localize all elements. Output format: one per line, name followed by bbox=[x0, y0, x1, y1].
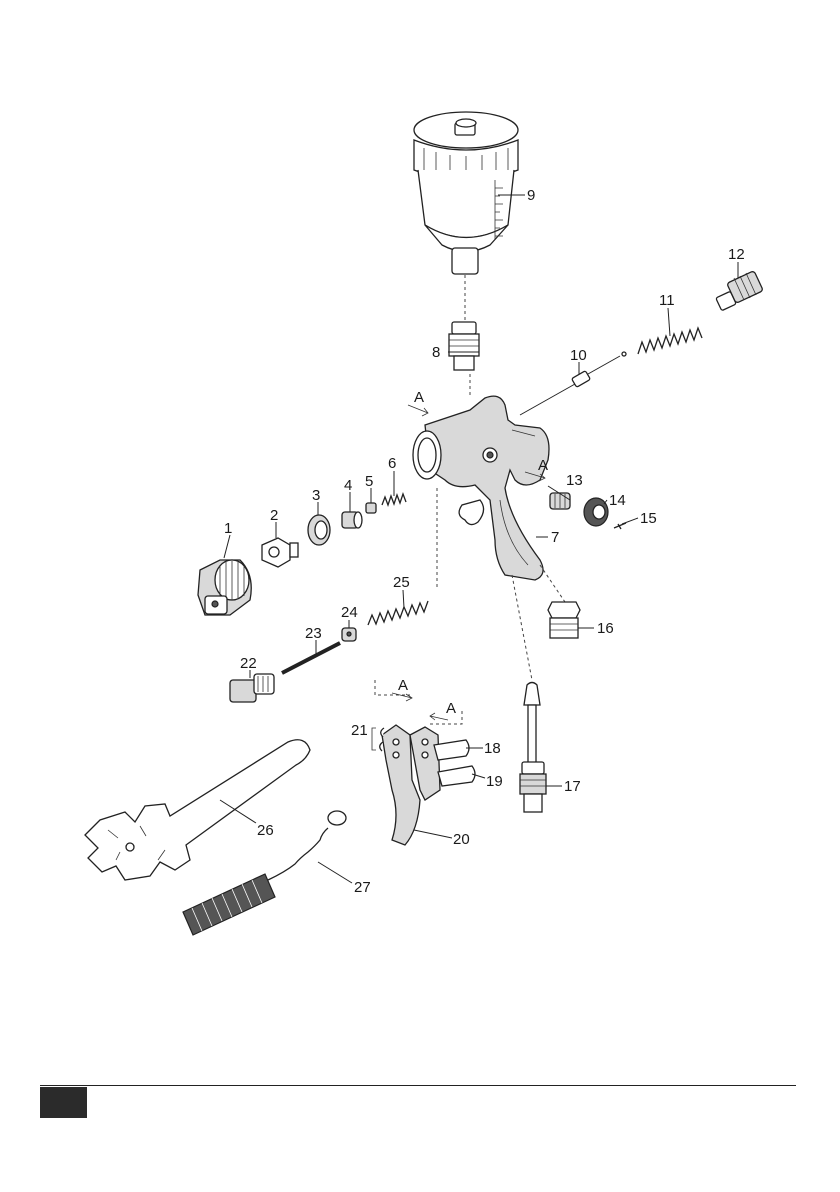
air-valve-head bbox=[342, 628, 356, 641]
section-label-a-3: A bbox=[398, 677, 408, 694]
callout-numbers: 1 2 3 4 5 6 7 8 9 10 11 12 13 14 15 16 1… bbox=[224, 187, 745, 896]
callout-24: 24 bbox=[341, 604, 358, 621]
callout-27: 27 bbox=[354, 879, 371, 896]
air-cap bbox=[198, 560, 251, 615]
page-number-block bbox=[40, 1087, 87, 1118]
callout-12: 12 bbox=[728, 246, 745, 263]
callout-16: 16 bbox=[597, 620, 614, 637]
callout-22: 22 bbox=[240, 655, 257, 672]
callout-23: 23 bbox=[305, 625, 322, 642]
callout-19: 19 bbox=[486, 773, 503, 790]
fluid-connector bbox=[512, 575, 546, 812]
callout-4: 4 bbox=[344, 477, 352, 494]
callout-26: 26 bbox=[257, 822, 274, 839]
air-valve-housing bbox=[230, 674, 274, 702]
gun-body bbox=[413, 396, 549, 580]
section-label-a-2: A bbox=[538, 457, 548, 474]
section-label-a-4: A bbox=[446, 700, 456, 717]
callout-13: 13 bbox=[566, 472, 583, 489]
callout-15: 15 bbox=[640, 510, 657, 527]
needle-seal bbox=[342, 512, 362, 528]
wrench bbox=[85, 740, 310, 880]
footer-rule bbox=[40, 1085, 796, 1086]
callout-10: 10 bbox=[570, 347, 587, 364]
callout-20: 20 bbox=[453, 831, 470, 848]
callout-9: 9 bbox=[527, 187, 535, 204]
material-adjusting-knob bbox=[716, 271, 763, 311]
callout-11: 11 bbox=[659, 292, 675, 309]
callout-3: 3 bbox=[312, 487, 320, 504]
callout-5: 5 bbox=[365, 473, 373, 490]
fluid-nozzle bbox=[262, 538, 298, 567]
piston-rod bbox=[282, 643, 340, 673]
bushing bbox=[366, 503, 376, 513]
callout-7: 7 bbox=[551, 529, 559, 546]
callout-25: 25 bbox=[393, 574, 410, 591]
callout-18: 18 bbox=[484, 740, 501, 757]
callout-17: 17 bbox=[564, 778, 581, 795]
callout-2: 2 bbox=[270, 507, 278, 524]
section-label-a-1: A bbox=[414, 389, 424, 406]
callout-1: 1 bbox=[224, 520, 232, 537]
paint-cup bbox=[414, 112, 518, 274]
trigger bbox=[382, 725, 440, 845]
trigger-pins bbox=[434, 740, 475, 786]
callout-21: 21 bbox=[351, 722, 368, 739]
cup-adapter bbox=[449, 322, 479, 370]
callout-14: 14 bbox=[609, 492, 626, 509]
callout-6: 6 bbox=[388, 455, 396, 472]
air-inlet-nipple bbox=[540, 565, 580, 638]
baffle-ring bbox=[308, 515, 330, 545]
air-valve-spring bbox=[368, 601, 428, 625]
callout-8: 8 bbox=[432, 344, 440, 361]
